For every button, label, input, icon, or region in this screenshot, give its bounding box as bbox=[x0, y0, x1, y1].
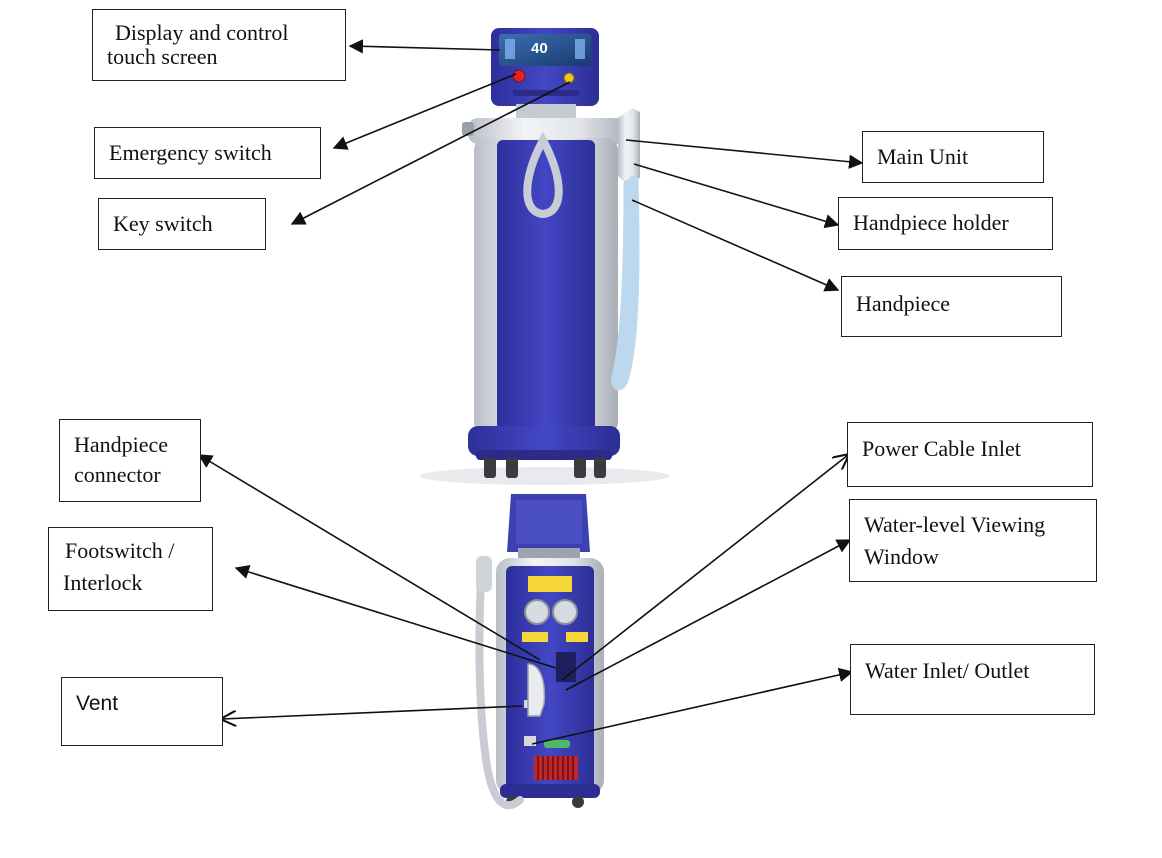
label-water-inlet-outlet: Water Inlet/ Outlet bbox=[850, 644, 1095, 715]
label-main-unit: Main Unit bbox=[862, 131, 1044, 183]
label-vent: Vent bbox=[61, 677, 223, 746]
arrow-vent bbox=[222, 705, 523, 719]
label-handpiece-connector: Handpiece connector bbox=[59, 419, 201, 502]
arrow-emergency bbox=[332, 73, 517, 150]
label-water-level-window: Water-level Viewing Window bbox=[849, 499, 1097, 582]
arrow-connector bbox=[197, 454, 541, 661]
label-footswitch-interlock: Footswitch / Interlock bbox=[48, 527, 213, 611]
handpiece-cable bbox=[611, 175, 640, 391]
label-handpiece-holder: Handpiece holder bbox=[838, 197, 1053, 250]
arrow-display bbox=[348, 39, 501, 54]
front-unit bbox=[420, 28, 670, 485]
arrow-water-io bbox=[531, 667, 854, 745]
label-key-switch: Key switch bbox=[98, 198, 266, 250]
label-display: Display and control touch screen bbox=[92, 9, 346, 81]
label-handpiece: Handpiece bbox=[841, 276, 1062, 337]
arrow-main-unit bbox=[625, 139, 864, 169]
screen-readout: 40 bbox=[531, 40, 548, 57]
handpiece-holder bbox=[618, 108, 640, 184]
arrow-power bbox=[561, 455, 848, 681]
label-emergency-switch: Emergency switch bbox=[94, 127, 321, 179]
arrow-key bbox=[290, 81, 571, 225]
arrow-handpiece bbox=[631, 199, 840, 292]
arrow-footswitch bbox=[234, 564, 557, 669]
label-power-cable-inlet: Power Cable Inlet bbox=[847, 422, 1093, 487]
arrow-water-level bbox=[565, 539, 852, 691]
front-blue-panel bbox=[497, 140, 595, 430]
display-screen bbox=[499, 34, 591, 66]
arrow-holder bbox=[633, 163, 840, 229]
